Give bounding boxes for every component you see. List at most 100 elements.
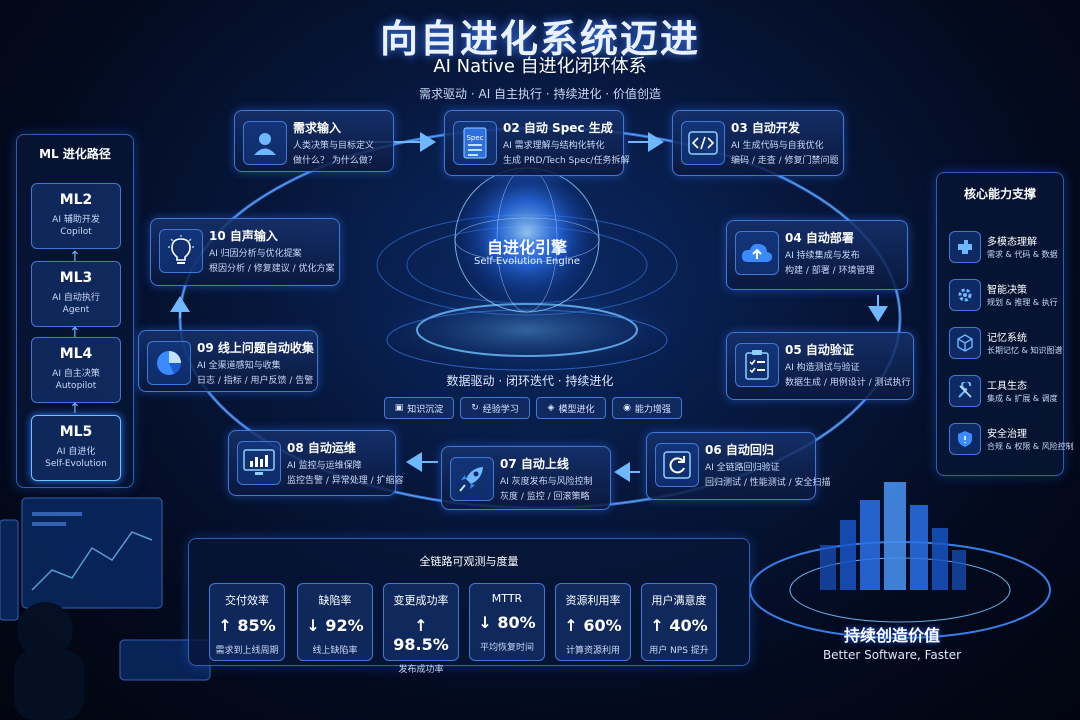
puzzle-icon	[949, 231, 981, 263]
step-line1: AI 监控与运维保障	[287, 461, 362, 471]
step-title: 04 自动部署	[785, 231, 854, 245]
cloud-upload-icon	[735, 231, 779, 275]
ml-level-ml2[interactable]: ML2 AI 辅助开发 Copilot	[31, 183, 121, 249]
step-line2: 数据生成 / 用例设计 / 测试执行	[785, 378, 911, 388]
spec-document-icon: Spec	[453, 121, 497, 165]
step-card-release[interactable]: 07 自动上线 AI 灰度发布与风险控制 灰度 / 监控 / 回滚策略	[441, 446, 611, 510]
metric-change-success[interactable]: 变更成功率 ↑ 98.5% 发布成功率	[383, 583, 459, 675]
core-tagline: 数据驱动 · 闭环迭代 · 持续进化	[446, 374, 614, 388]
step-line2: 生成 PRD/Tech Spec/任务拆解	[503, 156, 630, 166]
step-title: 10 自声输入	[209, 229, 278, 243]
monitor-chart-icon	[237, 441, 281, 485]
step-line2: 灰度 / 监控 / 回滚策略	[500, 492, 590, 502]
arrow-up-icon: ↑	[69, 401, 81, 417]
step-line2: 做什么？ 为什么做？	[293, 156, 377, 166]
pie-chart-icon	[147, 341, 191, 385]
observability-panel: 全链路可观测与度量 交付效率 ↑ 85% 需求到上线周期 缺陷率 ↓ 92% 线…	[188, 538, 750, 675]
step-card-self-input[interactable]: 10 自声输入 AI 归因分析与优化提案 根因分析 / 修复建议 / 优化方案	[150, 218, 340, 286]
ml-path-title: ML 进化路径	[39, 147, 111, 161]
user-icon	[243, 121, 287, 165]
step-card-develop[interactable]: 03 自动开发 AI 生成代码与自我优化 编码 / 走查 / 修复门禁问题	[672, 110, 844, 176]
step-card-operations[interactable]: 08 自动运维 AI 监控与运维保障 监控告警 / 异常处理 / 扩缩容	[228, 430, 404, 496]
pill-knowledge: ▣知识沉淀	[384, 397, 454, 419]
svg-text:Spec: Spec	[466, 134, 483, 142]
step-line2: 监控告警 / 异常处理 / 扩缩容	[287, 476, 404, 486]
step-line2: 编码 / 走查 / 修复门禁问题	[731, 156, 839, 166]
page-subtitle: AI Native 自进化闭环体系	[433, 56, 647, 77]
city-illustration	[749, 482, 1051, 639]
step-title: 05 自动验证	[785, 343, 854, 357]
page-tagline: 需求驱动 · AI 自主执行 · 持续进化 · 价值创造	[419, 87, 661, 101]
metric-resource[interactable]: 资源利用率 ↑ 60% 计算资源利用	[555, 583, 631, 661]
value-subtitle: Better Software, Faster	[822, 648, 962, 662]
capability-multimodal[interactable]: 多模态理解 需求 & 代码 & 数据	[949, 225, 1069, 271]
step-line1: 人类决策与目标定义	[293, 141, 375, 151]
step-line1: AI 灰度发布与风险控制	[500, 477, 593, 487]
observability-title: 全链路可观测与度量	[419, 555, 519, 568]
metric-satisfaction[interactable]: 用户满意度 ↑ 40% 用户 NPS 提升	[641, 583, 717, 661]
step-line1: AI 全链路回归验证	[705, 463, 780, 473]
code-icon	[681, 121, 725, 165]
step-line2: 构建 / 部署 / 环境管理	[785, 266, 875, 276]
step-card-collection[interactable]: 09 线上问题自动收集 AI 全渠道感知与收集 日志 / 指标 / 用户反馈 /…	[138, 330, 318, 392]
ml-level-ml5[interactable]: ML5 AI 自进化 Self-Evolution	[31, 415, 121, 481]
rocket-icon	[450, 457, 494, 501]
dashboard-illustration	[0, 497, 211, 720]
engine-orb	[455, 168, 599, 312]
step-line1: AI 持续集成与发布	[785, 251, 860, 261]
pill-experience: ↻经验学习	[460, 397, 530, 419]
metric-mttr[interactable]: MTTR ↓ 80% 平均恢复时间	[469, 583, 545, 661]
cube-icon	[949, 327, 981, 359]
checklist-icon	[735, 343, 779, 387]
refresh-icon: ↻	[471, 403, 479, 413]
tools-icon	[949, 375, 981, 407]
gear-icon	[949, 279, 981, 311]
ml-path-panel: ML 进化路径 ML2 AI 辅助开发 Copilot ↑ ML3 AI 自动执…	[16, 134, 134, 488]
capability-decision[interactable]: 智能决策 规划 & 推理 & 执行	[949, 273, 1069, 319]
step-line1: AI 生成代码与自我优化	[731, 141, 824, 151]
step-title: 07 自动上线	[500, 457, 569, 471]
capabilities-panel: 核心能力支撑 多模态理解 需求 & 代码 & 数据 智能决策 规划 & 推理 &…	[936, 172, 1074, 476]
ml-level-ml3[interactable]: ML3 AI 自动执行 Agent	[31, 261, 121, 327]
step-line2: 日志 / 指标 / 用户反馈 / 告警	[197, 376, 314, 386]
metric-defect[interactable]: 缺陷率 ↓ 92% 线上缺陷率	[297, 583, 373, 661]
core-pills: ▣知识沉淀 ↻经验学习 ◈模型进化 ◉能力增强	[384, 397, 684, 419]
step-title: 02 自动 Spec 生成	[503, 121, 613, 135]
step-title: 09 线上问题自动收集	[197, 341, 314, 355]
arrow-up-icon: ↑	[69, 325, 81, 341]
step-card-spec[interactable]: Spec 02 自动 Spec 生成 AI 需求理解与结构化转化 生成 PRD/…	[444, 110, 629, 176]
book-icon: ▣	[394, 403, 404, 413]
step-card-verify[interactable]: 05 自动验证 AI 构造测试与验证 数据生成 / 用例设计 / 测试执行	[726, 332, 914, 400]
step-title: 08 自动运维	[287, 441, 356, 455]
shield-icon	[949, 423, 981, 455]
page-title: 向自进化系统迈进	[379, 17, 700, 61]
step-title: 06 自动回归	[705, 443, 774, 457]
step-line2: 回归测试 / 性能测试 / 安全扫描	[705, 478, 831, 488]
step-card-requirement[interactable]: 需求输入 人类决策与目标定义 做什么？ 为什么做？	[234, 110, 394, 172]
pill-model: ◈模型进化	[536, 397, 606, 419]
step-line2: 根因分析 / 修复建议 / 优化方案	[209, 264, 335, 274]
ml-level-ml4[interactable]: ML4 AI 自主决策 Autopilot	[31, 337, 121, 403]
capabilities-title: 核心能力支撑	[963, 187, 1036, 201]
capability-memory[interactable]: 记忆系统 长期记忆 & 知识图谱	[949, 321, 1069, 367]
engine-subtitle: Self-Evolution Engine	[474, 256, 580, 267]
value-title: 持续创造价值	[843, 626, 940, 645]
step-title: 03 自动开发	[731, 121, 800, 135]
step-line1: AI 需求理解与结构化转化	[503, 141, 605, 151]
arrow-up-icon: ↑	[69, 249, 81, 265]
step-line1: AI 构造测试与验证	[785, 363, 860, 373]
metric-delivery[interactable]: 交付效率 ↑ 85% 需求到上线周期	[209, 583, 285, 661]
step-card-regression[interactable]: 06 自动回归 AI 全链路回归验证 回归测试 / 性能测试 / 安全扫描	[646, 432, 831, 500]
step-title: 需求输入	[293, 121, 342, 135]
capability-security[interactable]: 安全治理 合规 & 权限 & 风险控制	[949, 417, 1074, 463]
pill-ability: ◉能力增强	[612, 397, 682, 419]
step-line1: AI 归因分析与优化提案	[209, 249, 302, 259]
flame-icon: ◉	[623, 403, 631, 413]
step-line1: AI 全渠道感知与收集	[197, 361, 281, 371]
capability-tools[interactable]: 工具生态 集成 & 扩展 & 调度	[949, 369, 1069, 415]
step-card-deploy[interactable]: 04 自动部署 AI 持续集成与发布 构建 / 部署 / 环境管理	[726, 220, 908, 290]
refresh-icon	[655, 443, 699, 487]
engine-title: 自进化引擎	[486, 238, 567, 257]
cube-icon: ◈	[547, 403, 555, 413]
